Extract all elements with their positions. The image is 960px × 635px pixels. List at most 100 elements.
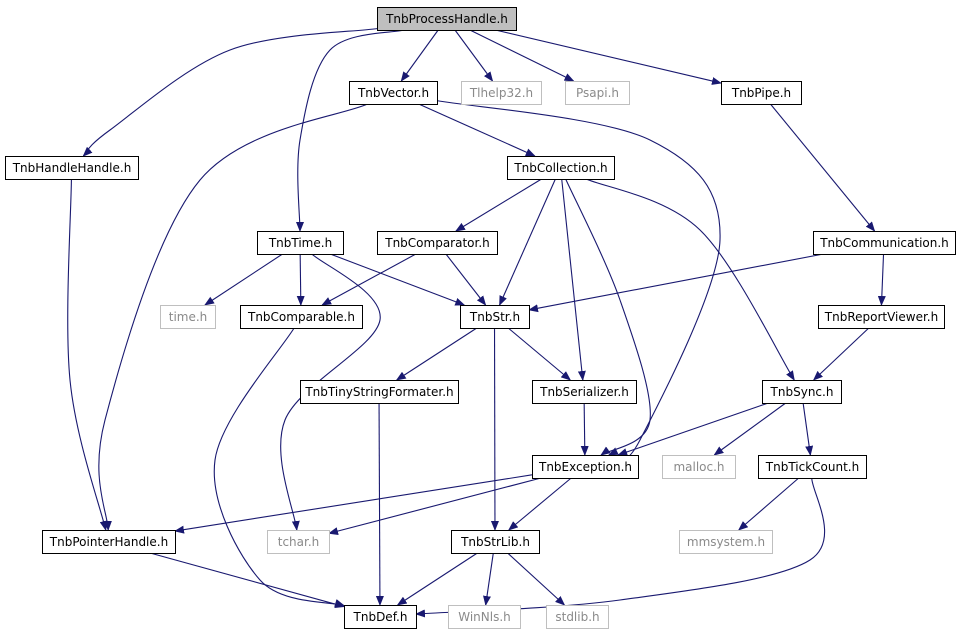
node-box-collection [507, 156, 615, 180]
edge-pipe-to-communication [770, 103, 876, 232]
node-box-communication [813, 231, 956, 255]
node-reportviewer[interactable]: TnbReportViewer.h [818, 305, 945, 329]
node-label-mmsystem: mmsystem.h [687, 535, 765, 549]
node-label-def: TnbDef.h [353, 610, 408, 624]
node-def[interactable]: TnbDef.h [344, 605, 417, 629]
node-label-tchar: tchar.h [278, 535, 320, 549]
node-label-str: TnbStr.h [469, 310, 520, 324]
node-str[interactable]: TnbStr.h [460, 305, 530, 329]
node-label-sync: TnbSync.h [770, 385, 834, 399]
node-box-handlehandle [5, 156, 139, 180]
node-label-psapi: Psapi.h [576, 86, 619, 100]
node-malloc[interactable]: malloc.h [662, 455, 736, 479]
edge-tickcount-to-mmsystem [738, 477, 800, 531]
node-label-tickcount: TnbTickCount.h [765, 460, 859, 474]
node-box-process [377, 7, 517, 31]
node-pointerhandle[interactable]: TnbPointerHandle.h [42, 530, 176, 554]
edge-collection-to-sync [585, 178, 795, 381]
node-box-exception [532, 455, 639, 479]
node-label-pipe: TnbPipe.h [731, 86, 791, 100]
node-exception[interactable]: TnbException.h [532, 455, 639, 479]
node-psapi[interactable]: Psapi.h [565, 81, 630, 105]
node-box-psapi [565, 81, 630, 105]
edge-reportviewer-to-sync [812, 327, 870, 381]
edge-time-to-comparable [296, 253, 305, 306]
node-box-pipe [721, 81, 802, 105]
node-box-pointerhandle [42, 530, 176, 554]
node-box-malloc [662, 455, 736, 479]
edge-tinystring-to-def [375, 402, 384, 606]
node-label-exception: TnbException.h [538, 460, 632, 474]
edge-process-to-pipe [495, 29, 722, 85]
node-box-tickcount [758, 455, 867, 479]
node-box-def [344, 605, 417, 629]
edge-vector-to-collection [418, 103, 536, 157]
node-time[interactable]: TnbTime.h [257, 231, 344, 255]
node-label-comparator: TnbComparator.h [384, 236, 490, 250]
edge-serializer-to-exception [580, 402, 589, 456]
edge-collection-to-serializer [561, 178, 586, 381]
node-tlhelp[interactable]: Tlhelp32.h [461, 81, 542, 105]
node-label-timeh: time.h [169, 310, 208, 324]
edge-strlib-to-winnls [483, 552, 494, 606]
edge-sync-to-malloc [713, 402, 787, 456]
node-label-serializer: TnbSerializer.h [539, 385, 629, 399]
node-serializer[interactable]: TnbSerializer.h [532, 380, 637, 404]
edge-time-to-tchar [280, 253, 381, 531]
node-strlib[interactable]: TnbStrLib.h [451, 530, 540, 554]
node-box-sync [762, 380, 842, 404]
node-mmsystem[interactable]: mmsystem.h [679, 530, 773, 554]
edge-exception-to-tchar [328, 477, 542, 535]
node-timeh[interactable]: time.h [160, 305, 216, 329]
edge-process-to-psapi [469, 29, 575, 82]
node-label-pointerhandle: TnbPointerHandle.h [49, 535, 168, 549]
edge-sync-to-tickcount [802, 402, 814, 456]
node-sync[interactable]: TnbSync.h [762, 380, 842, 404]
edge-process-to-handlehandle [82, 28, 378, 157]
node-label-stdlib: stdlib.h [555, 610, 599, 624]
edge-collection-to-str [499, 178, 556, 306]
edge-time-to-str [330, 253, 466, 306]
node-vector[interactable]: TnbVector.h [349, 81, 438, 105]
node-label-strlib: TnbStrLib.h [460, 535, 530, 549]
node-label-comparable: TnbComparable.h [247, 310, 355, 324]
node-pipe[interactable]: TnbPipe.h [721, 81, 802, 105]
edge-collection-to-comparator [455, 178, 542, 232]
edge-communication-to-reportviewer [877, 253, 886, 306]
node-handlehandle[interactable]: TnbHandleHandle.h [5, 156, 139, 180]
node-box-time [257, 231, 344, 255]
node-comparator[interactable]: TnbComparator.h [377, 231, 498, 255]
node-box-comparable [240, 305, 363, 329]
edge-str-to-serializer [507, 327, 572, 381]
edge-time-to-timeh [204, 253, 283, 306]
node-box-comparator [377, 231, 498, 255]
node-box-mmsystem [679, 530, 773, 554]
node-comparable[interactable]: TnbComparable.h [240, 305, 363, 329]
edge-pointerhandle-to-def [149, 552, 345, 609]
node-label-vector: TnbVector.h [357, 86, 429, 100]
node-label-winnls: WinNls.h [458, 610, 511, 624]
node-box-stdlib [546, 605, 609, 629]
node-winnls[interactable]: WinNls.h [448, 605, 521, 629]
node-box-winnls [448, 605, 521, 629]
edge-communication-to-str [528, 253, 824, 313]
node-communication[interactable]: TnbCommunication.h [813, 231, 956, 255]
node-box-reportviewer [818, 305, 945, 329]
node-tinystring[interactable]: TnbTinyStringFormater.h [300, 380, 459, 404]
node-label-communication: TnbCommunication.h [819, 236, 949, 250]
node-stdlib[interactable]: stdlib.h [546, 605, 609, 629]
node-label-reportviewer: TnbReportViewer.h [824, 310, 938, 324]
node-process[interactable]: TnbProcessHandle.h [377, 7, 517, 31]
node-box-tinystring [300, 380, 459, 404]
node-collection[interactable]: TnbCollection.h [507, 156, 615, 180]
node-tchar[interactable]: tchar.h [267, 530, 330, 554]
edge-strlib-to-def [396, 552, 478, 606]
edge-comparator-to-str [445, 253, 487, 306]
node-label-malloc: malloc.h [673, 460, 724, 474]
node-tickcount[interactable]: TnbTickCount.h [758, 455, 867, 479]
node-box-vector [349, 81, 438, 105]
node-label-time: TnbTime.h [268, 236, 332, 250]
edge-vector-to-pointerhandle [98, 103, 368, 531]
edge-handlehandle-to-pointerhandle [67, 178, 108, 531]
